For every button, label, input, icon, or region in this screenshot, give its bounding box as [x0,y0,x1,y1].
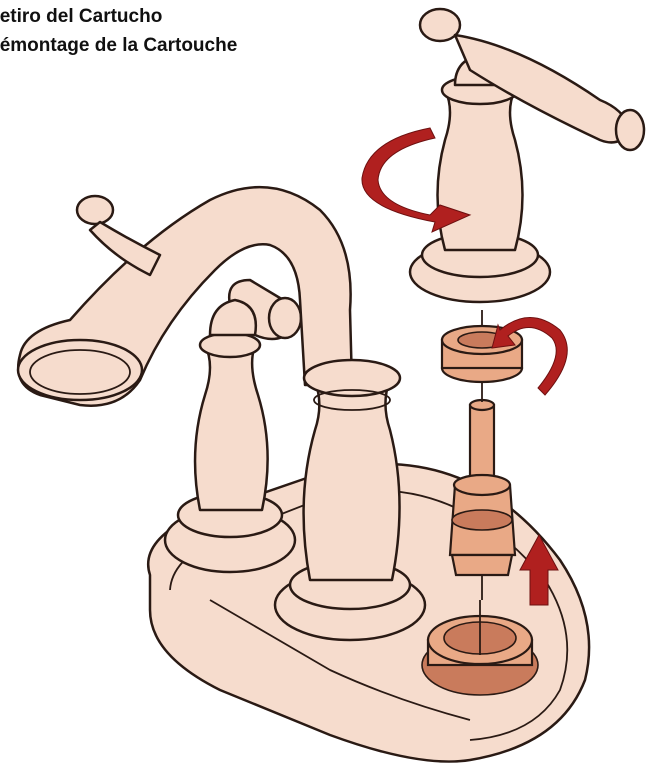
left-handle-body [165,300,295,572]
faucet-spout [18,187,352,406]
rear-handle-knob [77,196,160,275]
valve-cartridge [450,400,515,600]
right-handle-exploded [410,9,644,302]
